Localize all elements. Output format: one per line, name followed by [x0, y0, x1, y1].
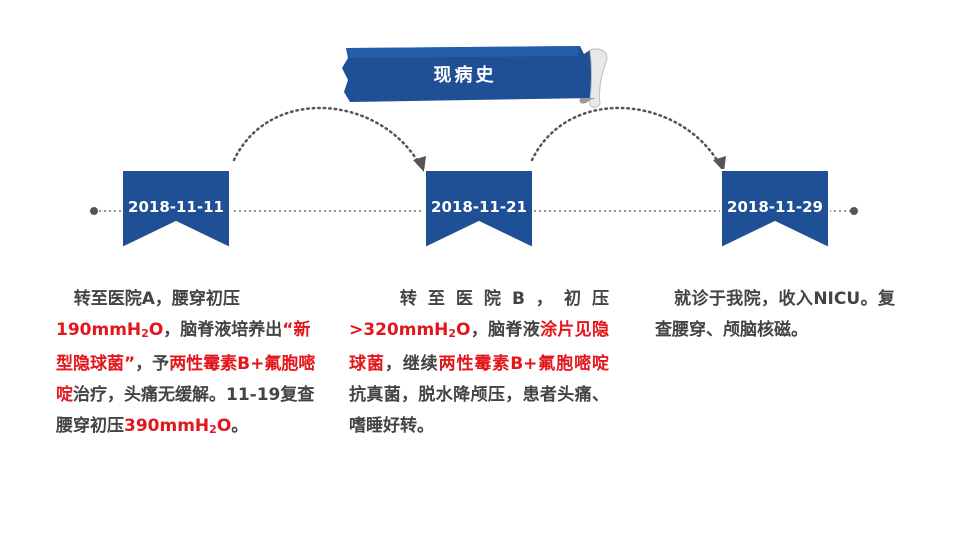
timeline-arrow-1: [413, 156, 426, 172]
paragraph-segment: 就诊于我院，收入NICU。复查腰穿、颅脑核磁。: [655, 289, 895, 340]
history-paragraph-3: 就诊于我院，收入NICU。复查腰穿、颅脑核磁。: [655, 284, 895, 346]
paragraph-segment: 两性霉素B+氟胞嘧啶: [56, 354, 316, 405]
paragraph-segment: “新型隐球菌”: [56, 320, 311, 374]
paragraph-segment: O: [216, 416, 232, 436]
paragraph-segment: 治疗，头痛无缓解。11-19复查腰穿初压: [56, 385, 315, 436]
paragraph-segment: >320mmH: [349, 320, 449, 340]
paragraph-segment: ，脑脊液: [470, 320, 541, 340]
paragraph-segment: ，继续: [384, 354, 439, 374]
title-banner: [342, 46, 608, 108]
paragraph-segment: 2: [209, 423, 217, 436]
timeline-arc-1: [232, 106, 422, 167]
timeline-arrow-2: [713, 156, 726, 172]
paragraph-segment: 抗真菌，脱水降颅压，患者头痛、嗜睡好转。: [349, 385, 609, 436]
paragraph-segment: 两性霉素B+氟胞嘧啶: [438, 354, 610, 374]
paragraph-segment: 转至医院A，腰穿初压: [73, 289, 240, 309]
paragraph-segment: O: [456, 320, 471, 340]
timeline-start-dot: [90, 207, 98, 215]
paragraph-segment: ，予: [135, 354, 170, 374]
paragraph-segment: ，脑脊液培养出: [163, 320, 283, 340]
date-flag-2: [424, 169, 534, 250]
date-label-3: 2018-11-29: [727, 198, 823, 216]
paragraph-segment: 2: [141, 327, 149, 340]
page-title: 现病史: [433, 65, 497, 86]
timeline-end-dot: [850, 207, 858, 215]
paragraph-segment: 2: [448, 327, 457, 340]
paragraph-segment: 涂片见隐球菌: [349, 320, 609, 374]
history-paragraph-2: 转至医院B，初压 >320mmH2O，脑脊液涂片见隐球菌，继续两性霉素B+氟胞嘧啶…: [349, 284, 609, 442]
history-paragraph-1: 转至医院A，腰穿初压190mmH2O，脑脊液培养出“新型隐球菌”，予两性霉素B+…: [56, 284, 326, 445]
paragraph-segment: 转至医院B，初压: [399, 289, 609, 309]
date-flag-1: [121, 169, 231, 250]
paragraph-segment: O: [148, 320, 164, 340]
paragraph-segment: 。: [231, 416, 249, 436]
date-flag-3: [720, 169, 830, 250]
date-label-2: 2018-11-21: [431, 198, 527, 216]
paragraph-segment: 390mmH: [124, 416, 210, 436]
date-label-1: 2018-11-11: [128, 198, 224, 216]
timeline-arc-2: [530, 106, 722, 167]
paragraph-segment: 190mmH: [56, 320, 142, 340]
